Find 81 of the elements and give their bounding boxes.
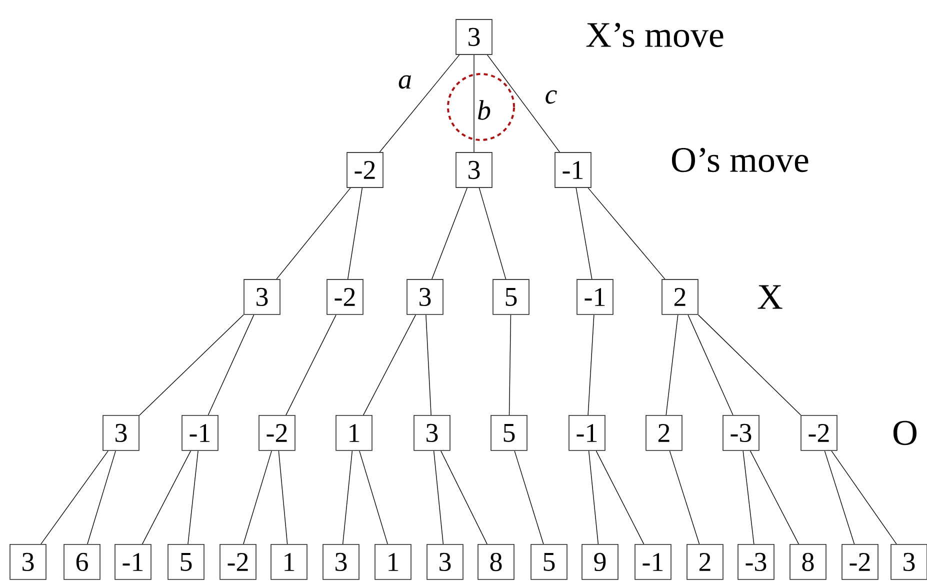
- value-box: 3: [456, 152, 492, 188]
- tree-edge: [666, 314, 678, 416]
- tree-edge: [426, 314, 432, 416]
- value-box: -1: [568, 415, 606, 451]
- value-box: -2: [220, 544, 256, 580]
- value-box: 1: [374, 544, 412, 580]
- value-box: 9: [582, 544, 618, 580]
- value-box: -1: [634, 544, 672, 580]
- player-label: O: [893, 420, 916, 446]
- tree-edge: [208, 314, 254, 416]
- value-box: 1: [336, 415, 372, 451]
- value-box: -3: [722, 415, 760, 451]
- player-label: O’s move: [672, 148, 808, 172]
- value-box: 3: [322, 544, 360, 580]
- tree-edge: [669, 450, 700, 544]
- tree-edge: [508, 314, 512, 416]
- tree-edge: [596, 450, 644, 544]
- tree-edge: [742, 450, 754, 544]
- value-box: -1: [576, 279, 614, 315]
- tree-edge: [440, 450, 488, 544]
- tree-edge: [588, 188, 666, 280]
- tree-edge: [188, 450, 198, 544]
- value-box: 2: [662, 279, 698, 315]
- tree-edge: [243, 450, 272, 544]
- tree-edge: [588, 314, 594, 416]
- value-box: -2: [346, 152, 384, 188]
- value-box: -2: [800, 415, 838, 451]
- value-box: 2: [686, 544, 724, 580]
- tree-edge: [379, 54, 460, 152]
- tree-edge: [831, 450, 897, 544]
- value-box: -2: [258, 415, 296, 451]
- tree-edge: [432, 188, 468, 280]
- value-box: -1: [554, 152, 592, 188]
- value-box: -3: [738, 544, 774, 580]
- edge-label: c: [544, 89, 558, 105]
- value-box: 5: [492, 279, 530, 315]
- tree-edge: [433, 450, 444, 544]
- tree-edge: [478, 188, 506, 280]
- tree-edge: [514, 450, 544, 544]
- value-box: 8: [790, 544, 826, 580]
- value-box: 3: [890, 544, 927, 580]
- edge-label: b: [476, 99, 492, 121]
- value-box: -1: [182, 415, 218, 451]
- value-box: 3: [426, 544, 464, 580]
- tree-edge: [487, 54, 560, 152]
- value-box: 5: [530, 544, 568, 580]
- tree-edge: [698, 314, 802, 416]
- value-box: 6: [64, 544, 100, 580]
- tree-edge: [347, 188, 363, 280]
- value-box: 5: [490, 415, 528, 451]
- tree-edge: [359, 450, 388, 544]
- value-box: 3: [102, 415, 140, 451]
- value-box: 3: [456, 19, 492, 55]
- tree-edge: [87, 450, 116, 544]
- tree-edge: [342, 450, 353, 544]
- tree-edge: [286, 314, 336, 416]
- tree-edge: [588, 450, 599, 544]
- tree-edge: [824, 450, 855, 544]
- value-box: 2: [646, 415, 682, 451]
- tree-edge: [139, 314, 244, 416]
- value-box: 3: [10, 544, 46, 580]
- value-box: 3: [414, 415, 450, 451]
- tree-edge: [276, 188, 351, 280]
- value-box: -2: [842, 544, 878, 580]
- value-box: -2: [326, 279, 364, 315]
- tree-edge: [142, 450, 192, 544]
- player-label: X’s move: [586, 22, 724, 48]
- tree-edge: [750, 450, 800, 544]
- tree-edge: [363, 314, 416, 416]
- tree-edge: [40, 450, 108, 544]
- value-box: -1: [114, 544, 152, 580]
- value-box: 5: [168, 544, 204, 580]
- tree-edge: [576, 188, 592, 280]
- player-label: X: [758, 285, 782, 309]
- tree-edge: [278, 450, 288, 544]
- value-box: 3: [406, 279, 444, 315]
- value-box: 1: [270, 544, 308, 580]
- tree-edge: [688, 314, 734, 416]
- value-box: 8: [478, 544, 514, 580]
- value-box: 3: [244, 279, 280, 315]
- edge-label: a: [397, 74, 413, 90]
